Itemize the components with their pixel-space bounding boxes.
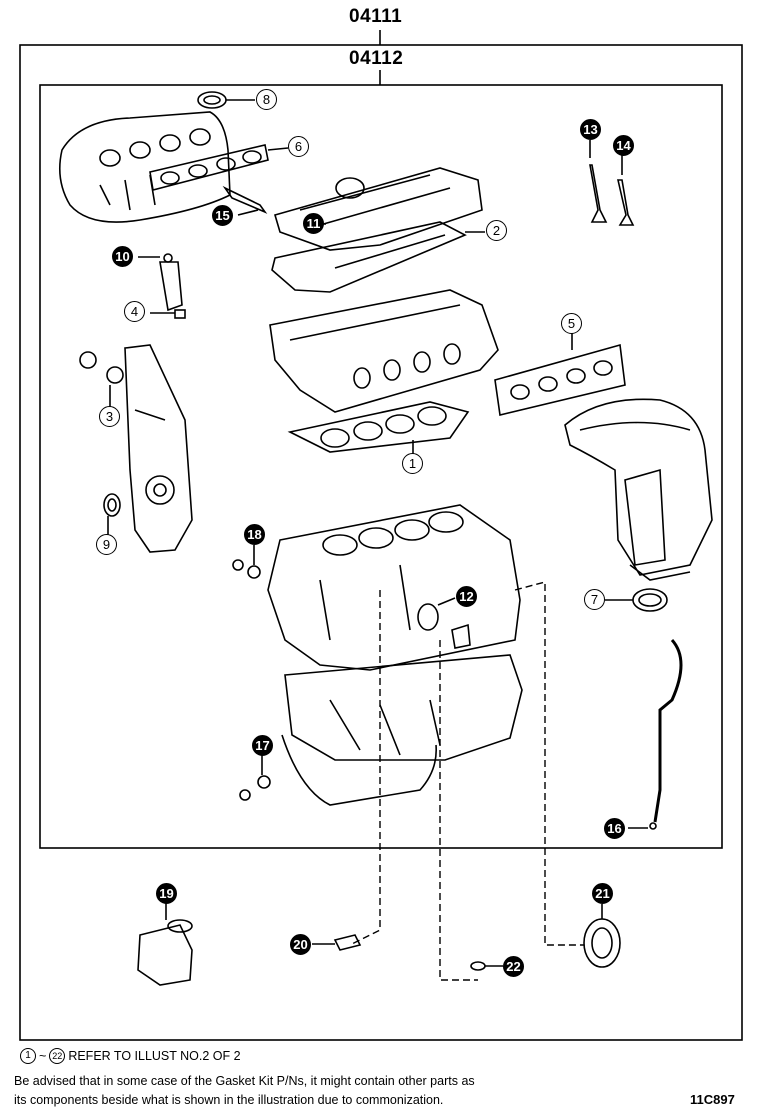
callout-1: 1 [402, 453, 423, 474]
advisory-line-2: its components beside what is shown in t… [14, 1093, 444, 1107]
callout-7: 7 [584, 589, 605, 610]
refer-text: REFER TO ILLUST NO.2 OF 2 [68, 1049, 241, 1063]
callout-19: 19 [156, 883, 177, 904]
cylinder-head [269, 289, 499, 413]
refer-start-callout: 1 [20, 1048, 36, 1064]
advisory-line-1: Be advised that in some case of the Gask… [14, 1074, 475, 1088]
callout-6: 6 [288, 136, 309, 157]
illustration-code: 11C897 [690, 1092, 735, 1107]
callout-17: 17 [252, 735, 273, 756]
inner-kit-part-number: 04112 [349, 48, 404, 69]
callout-15: 15 [212, 205, 233, 226]
outer-frame [19, 44, 743, 1041]
callout-11: 11 [303, 213, 324, 234]
refer-note: 1 ~ 22 REFER TO ILLUST NO.2 OF 2 [20, 1048, 241, 1064]
callout-8: 8 [256, 89, 277, 110]
callout-2: 2 [486, 220, 507, 241]
outer-kit-part-number: 04111 [349, 6, 403, 27]
callout-3: 3 [99, 406, 120, 427]
refer-tilde: ~ [39, 1049, 47, 1063]
cylinder-block [267, 504, 521, 671]
intake-gasket [149, 144, 269, 191]
callout-21: 21 [592, 883, 613, 904]
intake-manifold [59, 111, 231, 223]
callout-22: 22 [503, 956, 524, 977]
callout-18: 18 [244, 524, 265, 545]
callout-16: 16 [604, 818, 625, 839]
oil-pan [281, 654, 523, 806]
head-gasket [287, 401, 470, 453]
callout-10: 10 [112, 246, 133, 267]
callout-20: 20 [290, 934, 311, 955]
refer-end-callout: 22 [49, 1048, 66, 1064]
callout-4: 4 [124, 301, 145, 322]
head-cover [274, 167, 483, 251]
callout-5: 5 [561, 313, 582, 334]
callout-9: 9 [96, 534, 117, 555]
exhaust-gasket [494, 343, 626, 416]
timing-cover [124, 344, 193, 553]
callout-12: 12 [456, 586, 477, 607]
inner-frame [39, 84, 723, 849]
callout-13: 13 [580, 119, 601, 140]
callout-14: 14 [613, 135, 634, 156]
exhaust-manifold [564, 398, 713, 581]
